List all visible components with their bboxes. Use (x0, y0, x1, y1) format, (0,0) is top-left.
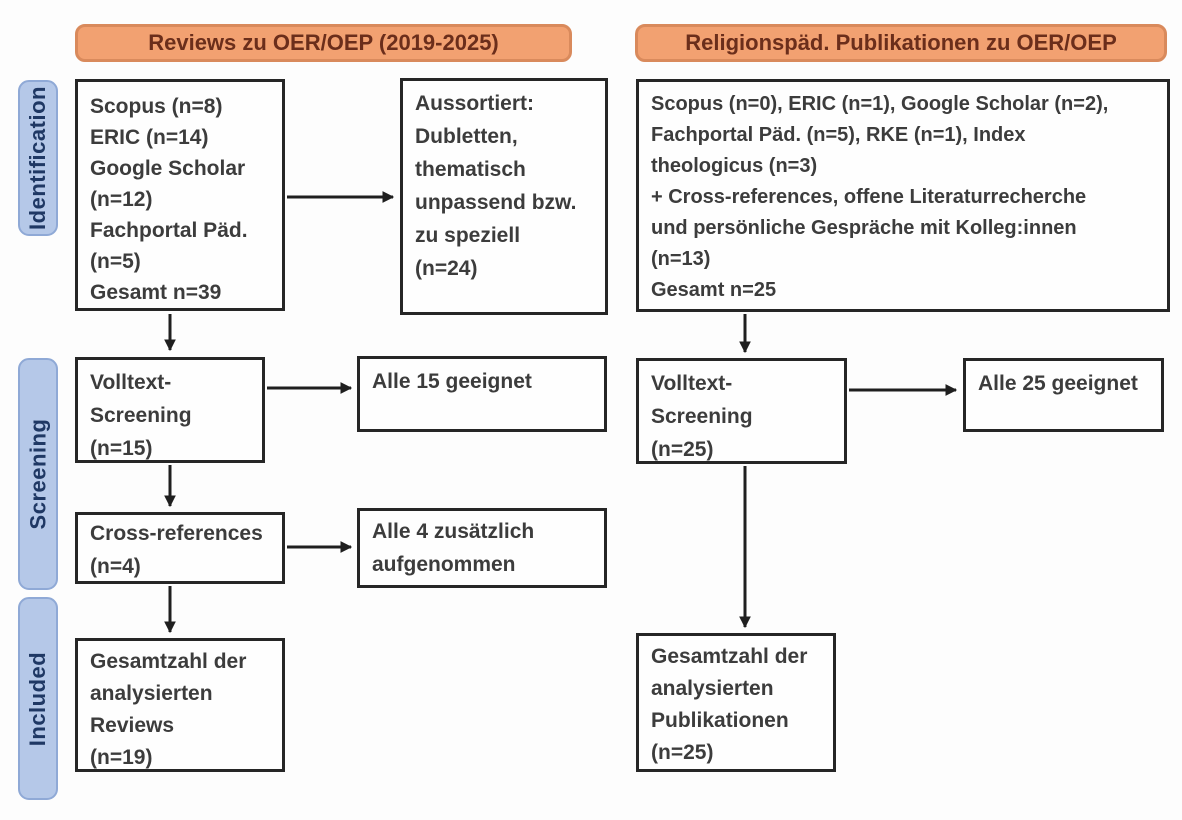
box-left-crossref: Cross-references (n=4) (75, 512, 285, 584)
stage-label-included: Included (18, 597, 58, 800)
box-left-identification-sources: Scopus (n=8) ERIC (n=14) Google Scholar … (75, 79, 285, 311)
box-left-fulltext-screening: Volltext- Screening (n=15) (75, 357, 265, 463)
box-right-identification-sources: Scopus (n=0), ERIC (n=1), Google Scholar… (636, 79, 1170, 312)
box-right-fulltext-result: Alle 25 geeignet (963, 358, 1164, 432)
stage-label-identification-text: Identification (25, 86, 51, 230)
box-left-excluded: Aussortiert: Dubletten, thematisch unpas… (400, 78, 608, 315)
stage-label-identification: Identification (18, 80, 58, 236)
box-right-fulltext-screening: Volltext- Screening (n=25) (636, 358, 847, 464)
stage-label-included-text: Included (25, 651, 51, 746)
column-header-religionspaed: Religionspäd. Publikationen zu OER/OEP (635, 24, 1167, 62)
box-left-included-total: Gesamtzahl der analysierten Reviews (n=1… (75, 638, 285, 772)
box-left-crossref-result: Alle 4 zusätzlich aufgenommen (357, 508, 607, 588)
stage-label-screening: Screening (18, 358, 58, 590)
stage-label-screening-text: Screening (25, 418, 50, 530)
column-header-reviews: Reviews zu OER/OEP (2019-2025) (75, 24, 572, 62)
box-right-included-total: Gesamtzahl der analysierten Publikatione… (636, 633, 836, 772)
box-left-fulltext-result: Alle 15 geeignet (357, 356, 607, 432)
